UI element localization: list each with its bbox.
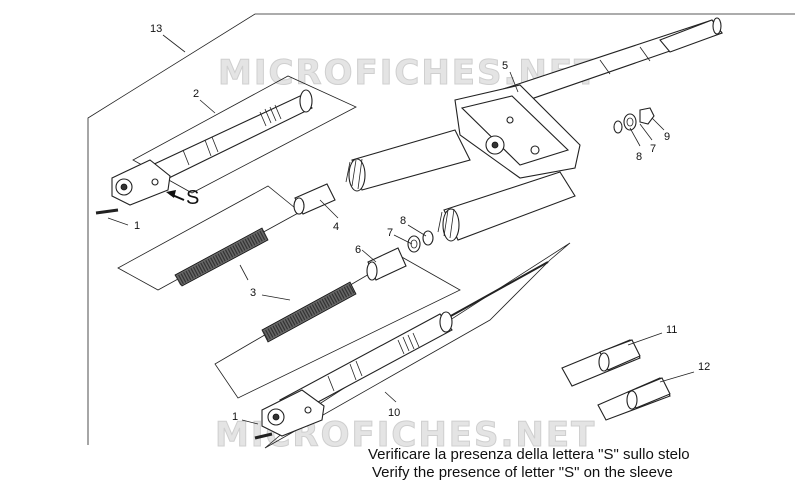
callout-11: 11 <box>666 324 677 336</box>
note-english: Verify the presence of letter "S" on the… <box>372 464 673 481</box>
callout-4: 4 <box>333 221 339 233</box>
subassembly-box-3a <box>117 185 301 291</box>
watermark-top: MICROFICHES.NET <box>218 53 599 93</box>
callout-labels: 13 2 1 S 4 3 5 6 7 8 8 7 9 10 1 11 12 <box>134 23 710 423</box>
callout-12: 12 <box>698 361 710 373</box>
callout-8-mid: 8 <box>400 215 406 227</box>
s-marker <box>166 190 185 201</box>
left-fork-leg <box>95 89 313 215</box>
callout-10: 10 <box>388 407 400 419</box>
spring-upper <box>174 227 269 287</box>
stem-washers <box>613 107 655 134</box>
fork-protector-12 <box>597 377 671 421</box>
callout-3: 3 <box>250 287 256 299</box>
callout-7-mid: 7 <box>387 227 393 239</box>
leader-lines <box>107 34 695 425</box>
callout-1-lower: 1 <box>232 411 238 423</box>
note-italian: Verificare la presenza della lettera "S"… <box>368 446 690 463</box>
callout-S: S <box>186 187 199 209</box>
assembly-bracket <box>87 13 795 445</box>
callout-5: 5 <box>502 60 508 72</box>
fork-protector-11 <box>561 339 641 387</box>
spacer-4 <box>293 183 336 215</box>
spring-lower <box>261 281 357 343</box>
callout-9: 9 <box>664 131 670 143</box>
callout-2: 2 <box>193 88 199 100</box>
right-fork-leg <box>254 261 549 440</box>
spacer-washers-mid <box>366 230 434 281</box>
callout-8-stem: 8 <box>636 151 642 163</box>
steering-stem-assembly <box>345 17 723 242</box>
callout-7-stem: 7 <box>650 143 656 155</box>
callout-13: 13 <box>150 23 162 35</box>
callout-1-upper: 1 <box>134 220 140 232</box>
subassembly-box-2 <box>132 75 357 194</box>
callout-6: 6 <box>355 244 361 256</box>
